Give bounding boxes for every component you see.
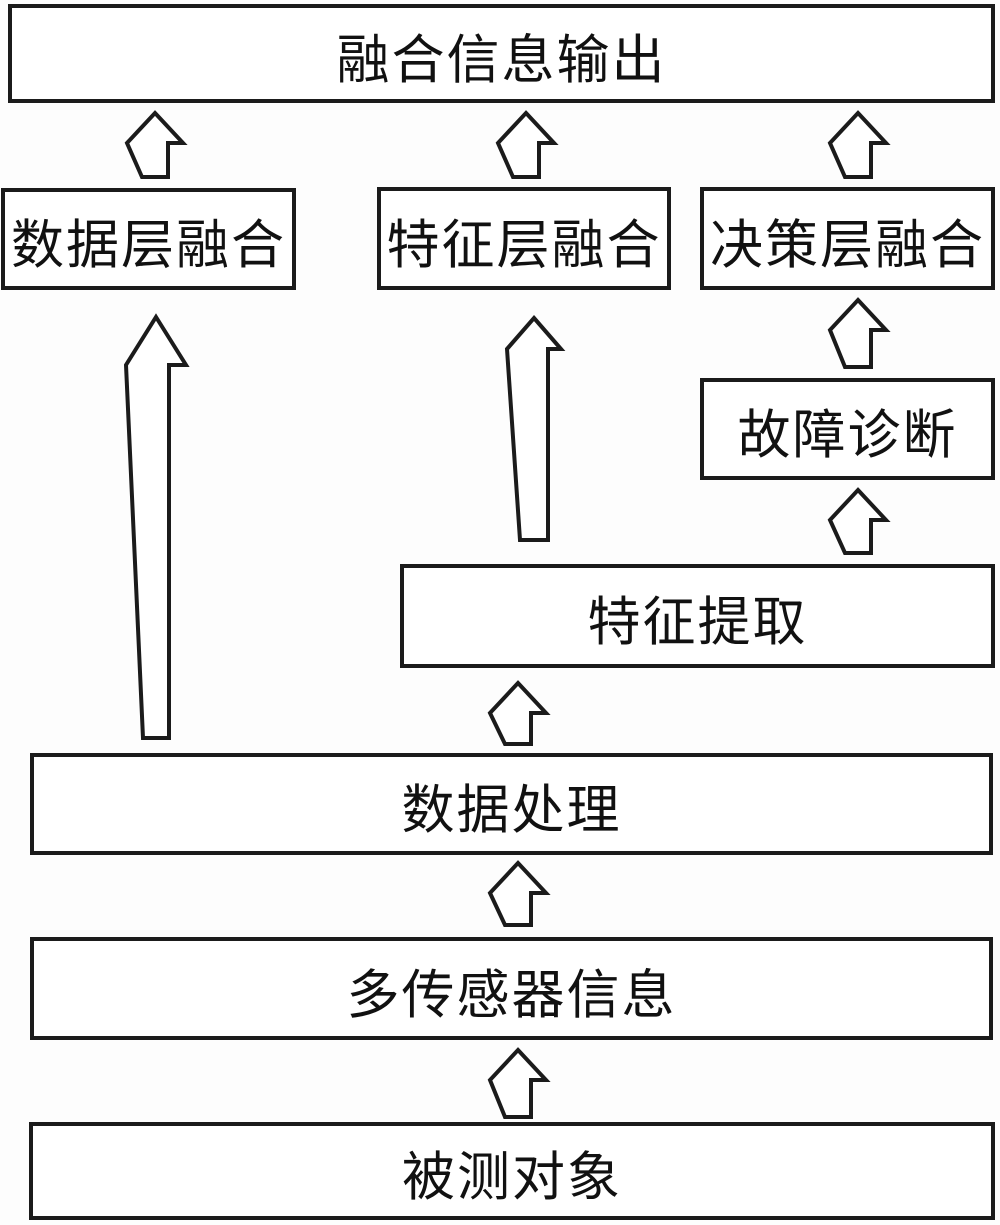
node-decision-layer-fusion-label: 决策层融合 (710, 216, 985, 275)
node-measured-object-label: 被测对象 (402, 1149, 622, 1207)
node-multi-sensor-info-label: 多传感器信息 (346, 966, 677, 1025)
arrow-feature-layer-to-output (495, 110, 559, 179)
arrow-data-layer-to-output (124, 110, 188, 179)
arrow-feature-extraction-to-fault-diagnosis (827, 487, 891, 555)
arrow-fault-diagnosis-to-decision-layer (827, 297, 891, 369)
node-fault-diagnosis-label: 故障诊断 (737, 407, 958, 465)
node-feature-extraction: 特征提取 (400, 564, 995, 668)
arrow-feature-extraction-to-feature-layer (504, 314, 566, 542)
node-feature-layer-fusion: 特征层融合 (377, 187, 671, 290)
node-measured-object: 被测对象 (29, 1122, 995, 1220)
node-data-processing: 数据处理 (30, 753, 993, 855)
node-fusion-output-label: 融合信息输出 (336, 31, 667, 90)
arrow-data-processing-to-data-layer (123, 313, 190, 740)
arrow-measured-object-to-multi-sensor (487, 1047, 551, 1119)
node-data-layer-fusion: 数据层融合 (1, 188, 296, 290)
arrow-multi-sensor-to-data-processing (487, 860, 551, 927)
node-decision-layer-fusion: 决策层融合 (700, 187, 995, 290)
node-data-processing-label: 数据处理 (401, 782, 622, 840)
node-data-layer-fusion-label: 数据层融合 (11, 217, 286, 275)
arrow-data-processing-to-feature-extraction (487, 680, 551, 746)
node-fusion-output: 融合信息输出 (8, 4, 995, 103)
node-fault-diagnosis: 故障诊断 (700, 378, 995, 480)
node-feature-extraction-label: 特征提取 (587, 594, 808, 652)
node-multi-sensor-info: 多传感器信息 (30, 937, 993, 1040)
arrow-decision-layer-to-output (827, 110, 891, 179)
node-feature-layer-fusion-label: 特征层融合 (386, 216, 662, 275)
